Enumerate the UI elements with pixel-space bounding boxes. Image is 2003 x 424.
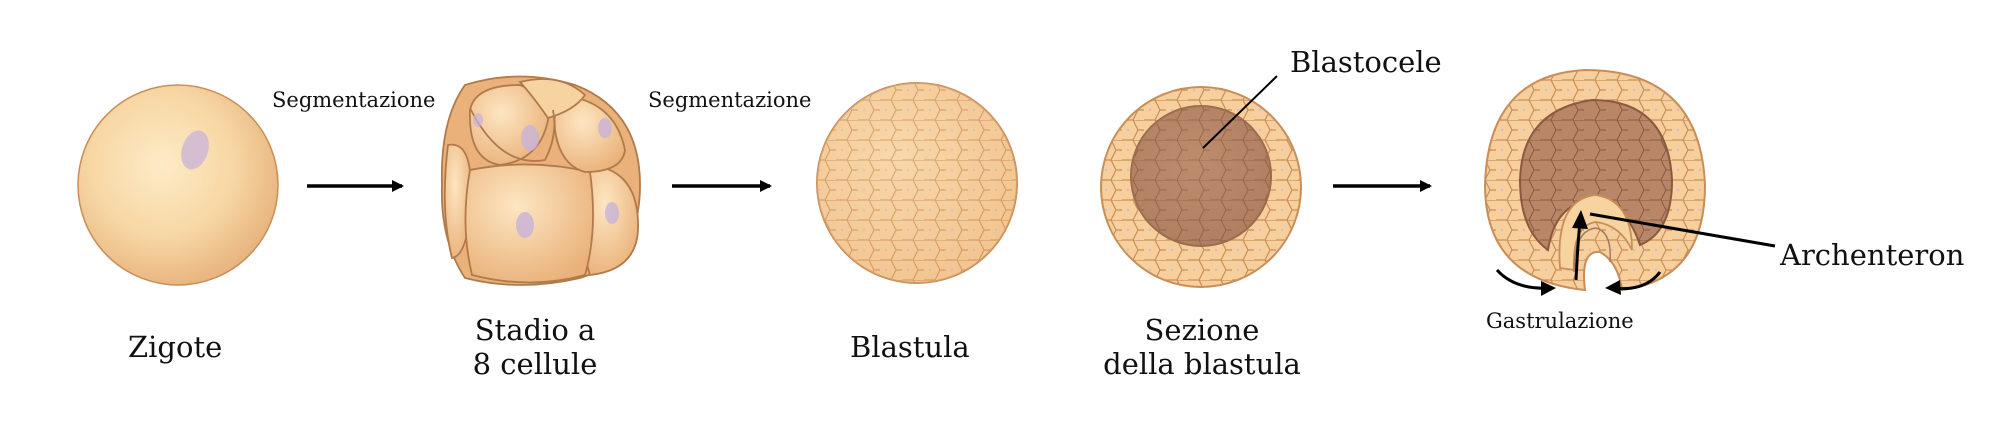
stage-label-zigote: Zigote <box>128 330 223 364</box>
stage-label-eight-cell-line1: Stadio a <box>474 313 596 347</box>
stage-label-eight-cell-line2: 8 cellule <box>472 347 598 381</box>
segmentation-label-1: Segmentazione <box>272 88 436 112</box>
zygote-illustration <box>77 84 279 286</box>
stage-label-blastula-section-line1: Sezione <box>1144 313 1260 347</box>
stage-label-blastula-section-line2: della blastula <box>1103 347 1301 381</box>
eight-cell-illustration <box>440 75 641 286</box>
blastocele-pointer-line <box>1202 75 1278 149</box>
archenteron-pointer-line <box>1589 212 1776 248</box>
stage-label-eight-cell: Stadio a 8 cellule <box>460 313 610 381</box>
blastocele-label: Blastocele <box>1290 45 1442 79</box>
stage-label-blastula-section: Sezione della blastula <box>1082 313 1322 381</box>
blastula-illustration <box>816 82 1018 284</box>
archenteron-label: Archenteron <box>1780 238 1965 272</box>
stage-label-blastula: Blastula <box>850 330 970 364</box>
gastrulation-label: Gastrulazione <box>1486 309 1634 333</box>
segmentation-label-2: Segmentazione <box>648 88 812 112</box>
blastula-section-illustration <box>1100 86 1302 288</box>
gastrulation-arrows <box>1495 210 1662 296</box>
gastrula-illustration <box>1483 68 1707 292</box>
